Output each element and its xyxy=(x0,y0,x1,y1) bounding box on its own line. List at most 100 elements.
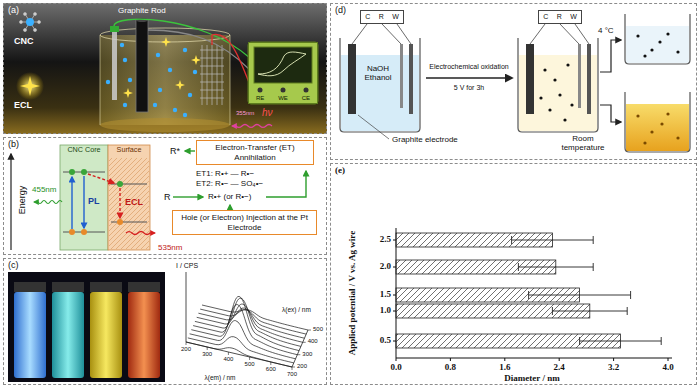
spectra-3d-plot xyxy=(228,352,229,355)
tick-label: 0.0 xyxy=(390,362,401,372)
bar-chart xyxy=(393,228,672,361)
panel-letter: (e) xyxy=(335,165,692,175)
error-bar xyxy=(552,311,627,312)
graphite-rod xyxy=(136,20,148,112)
mesh-electrode xyxy=(212,45,213,105)
potentiostat xyxy=(304,88,309,93)
spectra-3d-plot xyxy=(297,354,300,355)
core-band xyxy=(60,145,108,250)
error-bar xyxy=(529,295,631,296)
storage-arrow xyxy=(600,40,621,122)
panel-frame: (a)REWECE xyxy=(3,3,327,134)
chart-axis xyxy=(613,358,614,361)
reference-electrode xyxy=(110,26,119,32)
chart-axis xyxy=(668,358,669,361)
error-bar xyxy=(528,291,529,299)
storage-arrow xyxy=(600,40,621,72)
nanocrystal-dot xyxy=(553,78,556,81)
carbon-nanocrystal-dot xyxy=(123,58,127,62)
tick-label: 400 xyxy=(223,356,233,363)
nanocrystal-dot xyxy=(666,112,669,115)
wavelength-label: 455nm xyxy=(32,185,56,194)
nanocrystal-dot xyxy=(658,40,661,43)
energy-level xyxy=(63,172,147,232)
nanocrystal-dot xyxy=(563,118,566,121)
beaker xyxy=(100,35,101,125)
vial-photo xyxy=(14,282,46,292)
beaker xyxy=(340,38,420,132)
nanocrystal-dot xyxy=(539,96,542,99)
potentiostat xyxy=(248,42,318,104)
process-label: ECL xyxy=(125,197,143,207)
carbon-nanocrystal-dot xyxy=(106,80,110,84)
emission-label: ECL xyxy=(14,100,32,110)
potentiostat-box: CRW xyxy=(360,10,404,24)
reaction-arrow xyxy=(266,171,306,197)
wavelength-label: 535nm xyxy=(158,243,182,252)
charge-dot xyxy=(81,229,87,235)
ecl-sparkle xyxy=(123,37,201,98)
ecl-glow xyxy=(16,72,44,100)
chart-axis xyxy=(393,341,396,342)
nanocrystal-dot xyxy=(650,130,653,133)
band-label: Surface xyxy=(108,146,150,154)
graphite-rod xyxy=(136,18,148,112)
nanocrystal-dot xyxy=(676,50,679,53)
condition-label: Room temperature xyxy=(556,134,610,152)
cnc-molecule xyxy=(24,29,27,32)
process-arrow xyxy=(426,77,512,79)
excitation-beam xyxy=(232,125,272,128)
wire xyxy=(530,24,589,44)
electrode xyxy=(526,44,591,114)
potentiostat-box: CRW xyxy=(538,10,582,24)
beaker xyxy=(626,26,689,63)
tick-label: 200 xyxy=(181,346,191,353)
spectra-3d-plot xyxy=(200,299,306,334)
mesh-electrode xyxy=(207,45,208,105)
beaker xyxy=(518,38,598,132)
potentiostat-box: REWECE xyxy=(248,42,318,104)
mesh-electrode xyxy=(217,45,218,105)
terminal-label: RE xyxy=(256,95,264,102)
tick-label: 4.0 xyxy=(662,362,673,372)
ecl-sparkle xyxy=(123,88,133,98)
state-label: R xyxy=(164,192,171,202)
mesh-electrode xyxy=(200,66,224,67)
error-bar xyxy=(627,307,628,315)
synthesis-setup xyxy=(340,14,690,152)
vial-photo xyxy=(8,272,165,382)
energy-level xyxy=(111,222,147,223)
beaker xyxy=(100,118,230,132)
potentiostat xyxy=(254,47,312,83)
tick-label: 600 xyxy=(266,366,276,373)
charge-dot xyxy=(69,169,75,175)
spectra-3d-plot xyxy=(292,367,295,368)
beaker xyxy=(625,92,690,152)
emission-wave xyxy=(126,232,155,235)
terminal-label: W xyxy=(392,13,399,21)
electrode-label: Graphite electrode xyxy=(392,135,458,144)
beaker xyxy=(625,14,690,64)
error-bar xyxy=(518,267,593,268)
ecl-glow xyxy=(20,76,40,96)
panel-letter: (c) xyxy=(8,260,322,270)
nanocrystal-dot xyxy=(636,114,639,117)
vial-photo xyxy=(14,292,46,378)
potentiostat xyxy=(258,88,263,93)
photon-label: hν xyxy=(262,107,273,119)
vial-photo xyxy=(90,282,122,292)
carbon-nanocrystal-dot xyxy=(188,93,192,97)
vial-photo xyxy=(128,282,160,292)
panel-background xyxy=(3,3,327,134)
nanocrystal-dot xyxy=(548,108,551,111)
transition-arrow xyxy=(83,176,84,228)
tick-label: 1.0 xyxy=(380,305,391,315)
nanocrystal-dot xyxy=(666,32,669,35)
charge-dot xyxy=(117,219,123,225)
condition-label: 4 °C xyxy=(598,26,614,35)
electrode xyxy=(578,44,581,108)
spectra-3d-plot xyxy=(186,272,187,342)
state-label: R•+ (or R•−) xyxy=(208,192,251,201)
electrode xyxy=(348,44,413,114)
nanocrystal-dot xyxy=(676,136,679,139)
